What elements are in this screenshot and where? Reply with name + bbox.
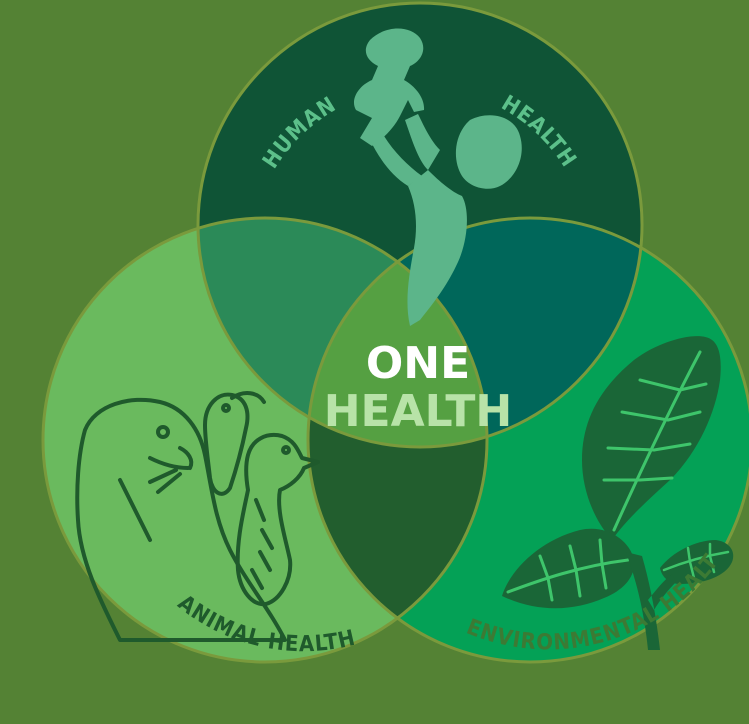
environment-circle-outline [306,216,749,664]
taro-leaf-plant-icon [502,336,734,650]
animal-circle-outline [41,216,489,664]
one-health-center-overlap [308,218,487,447]
parent-lifting-baby-icon [353,28,522,326]
one-health-title-line2: HEALTH [324,386,513,437]
human-circle-outline [196,1,644,449]
monk-seal-and-birds-icon [75,391,320,642]
one-health-title-line1: ONE [366,338,470,389]
